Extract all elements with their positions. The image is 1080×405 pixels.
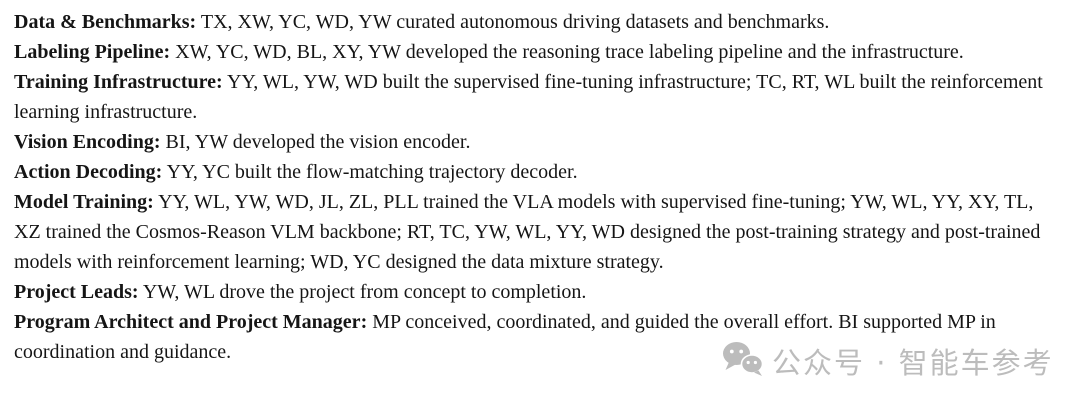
- contributions-list: Data & Benchmarks: TX, XW, YC, WD, YW cu…: [14, 7, 1064, 367]
- contribution-text: YY, YC built the flow-matching trajector…: [162, 161, 578, 183]
- contribution-paragraph: Project Leads: YW, WL drove the project …: [14, 277, 1064, 307]
- contribution-label: Program Architect and Project Manager:: [14, 311, 368, 333]
- contribution-paragraph: Program Architect and Project Manager: M…: [14, 307, 1064, 367]
- contribution-label: Labeling Pipeline:: [14, 41, 171, 63]
- contribution-label: Action Decoding:: [14, 161, 163, 183]
- contribution-text: MP conceived, coordinated, and guided th…: [14, 311, 996, 363]
- contribution-label: Data & Benchmarks:: [14, 11, 197, 33]
- contribution-text: TX, XW, YC, WD, YW curated autonomous dr…: [196, 11, 830, 33]
- contribution-paragraph: Action Decoding: YY, YC built the flow-m…: [14, 157, 1064, 187]
- contribution-label: Vision Encoding:: [14, 131, 161, 153]
- contribution-text: YY, WL, YW, WD, JL, ZL, PLL trained the …: [14, 191, 1041, 273]
- contribution-label: Project Leads:: [14, 281, 139, 303]
- contribution-text: YY, WL, YW, WD built the supervised fine…: [14, 71, 1043, 123]
- contribution-text: BI, YW developed the vision encoder.: [160, 131, 471, 153]
- contribution-paragraph: Training Infrastructure: YY, WL, YW, WD …: [14, 67, 1064, 127]
- contribution-text: YW, WL drove the project from concept to…: [138, 281, 587, 303]
- contribution-label: Training Infrastructure:: [14, 71, 223, 93]
- contribution-paragraph: Labeling Pipeline: XW, YC, WD, BL, XY, Y…: [14, 37, 1064, 67]
- contribution-label: Model Training:: [14, 191, 154, 213]
- contribution-paragraph: Vision Encoding: BI, YW developed the vi…: [14, 127, 1064, 157]
- contribution-text: XW, YC, WD, BL, XY, YW developed the rea…: [170, 41, 964, 63]
- contribution-paragraph: Model Training: YY, WL, YW, WD, JL, ZL, …: [14, 187, 1064, 277]
- contribution-paragraph: Data & Benchmarks: TX, XW, YC, WD, YW cu…: [14, 7, 1064, 37]
